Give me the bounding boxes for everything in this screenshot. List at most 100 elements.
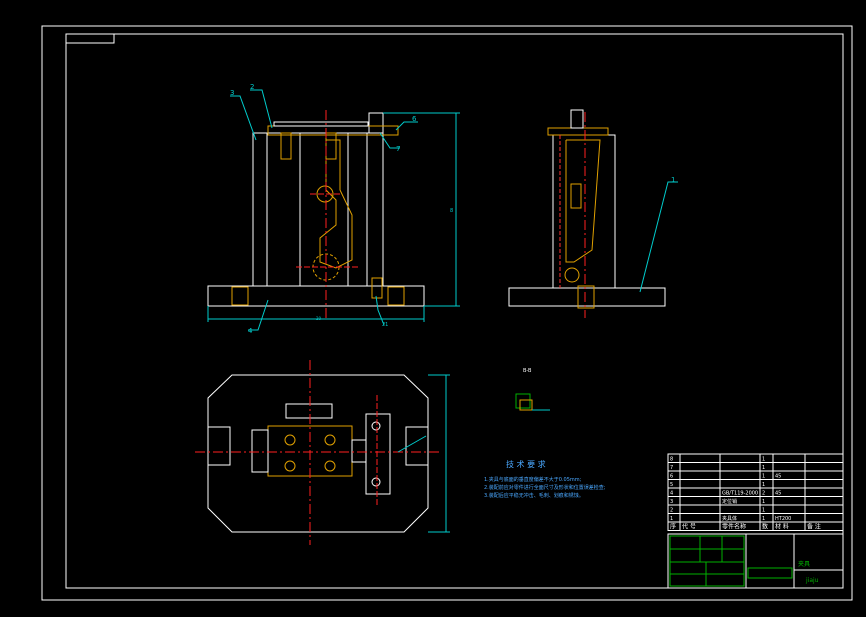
bom-header-cell: 材 料 [775, 523, 789, 531]
sheet-inner-border [65, 33, 844, 589]
side-wedge [565, 139, 601, 263]
callout-label: 7 [396, 145, 400, 153]
callout-leader-21 [375, 295, 385, 326]
front-inner-plate [266, 132, 368, 287]
callout-leader-3 [230, 95, 257, 141]
bom-cell: 1 [762, 508, 765, 514]
bom-cell: 定位销 [722, 498, 737, 505]
top-dim-leader [397, 435, 427, 453]
callout-label: 1 [671, 176, 675, 184]
front-clamp-bar [267, 125, 399, 136]
bom-frame [667, 453, 844, 531]
bom-header-cell: 零件名称 [722, 523, 746, 531]
top-slot-right [405, 426, 429, 466]
tech-req-heading: 技 术 要 求 [506, 459, 546, 469]
front-pivot [316, 185, 334, 203]
bom-cell: 45 [775, 491, 781, 497]
drawing-code: jiaju [805, 577, 819, 584]
bom-cell: 1 [762, 516, 765, 522]
tech-req-item: 2.装配前应对零件进行全面尺寸及形状和位置误差检查; [484, 484, 606, 491]
callout-leader-4 [248, 299, 269, 331]
top-hole [371, 477, 381, 487]
side-base-boss [577, 285, 595, 309]
bom-cell: 45 [775, 474, 781, 480]
front-base-plate [207, 285, 425, 307]
front-bolt-mid [325, 132, 337, 160]
top-base-outline [207, 374, 429, 533]
bom-cell: GB/T119-2000 [722, 491, 758, 497]
top-hole [284, 460, 296, 472]
front-view: 3 2 6 7 4 21 8 20 [207, 83, 460, 335]
section-label: B-B [523, 368, 532, 374]
section-bb-pin [519, 399, 533, 411]
bom-cell: 5 [670, 482, 673, 488]
bom-cell: 6 [670, 474, 673, 480]
bom-cell: 8 [670, 457, 673, 463]
side-view: 1 [508, 109, 678, 318]
callout-label: 3 [230, 89, 234, 97]
side-base-plate [508, 287, 666, 307]
callout-leader-6 [395, 121, 418, 131]
callout-leader-2 [250, 89, 273, 129]
bom-cell: HT200 [775, 516, 791, 522]
front-lever-arm [319, 139, 353, 269]
top-right-support [365, 413, 391, 495]
bom-cell: 1 [762, 482, 765, 488]
drawing-name: 夹具 [798, 560, 810, 568]
top-hole [284, 434, 296, 446]
callout-label: 2 [250, 83, 254, 91]
callout-leader-7 [379, 132, 400, 149]
section-bb-body [515, 393, 531, 409]
bom-cell: 3 [670, 499, 673, 505]
top-view [195, 360, 450, 545]
dim-label: 20 [316, 316, 322, 321]
front-clamp-bar-top [273, 121, 369, 127]
side-pin [564, 267, 580, 283]
title-block: 夹具 jiaju [667, 533, 844, 589]
bom-cell: 1 [762, 465, 765, 471]
front-top-stud [368, 112, 384, 134]
section-bb: B-B [515, 368, 550, 411]
front-bolt-left [280, 132, 292, 160]
side-top-cap [547, 127, 609, 136]
front-base-bolt-left [231, 286, 249, 306]
tech-requirements: 技 术 要 求 1.夹具与底面的垂直度偏差不大于0.05mm; 2.装配前应对零… [484, 459, 606, 499]
top-clamp-block [285, 403, 333, 419]
top-hole [371, 421, 381, 431]
side-top-stud [570, 109, 584, 129]
dim-label: 8 [450, 208, 453, 214]
bom-cell: 1 [762, 474, 765, 480]
top-hole [324, 460, 336, 472]
front-base-bolt-center [371, 277, 383, 299]
title-block-scale [747, 567, 793, 579]
bom-header-cell: 数 [762, 523, 768, 531]
top-pin-left [251, 429, 269, 473]
bom-cell: 1 [762, 457, 765, 463]
bom-cell: 1 [670, 516, 673, 522]
front-left-column [252, 132, 268, 287]
front-right-column [366, 132, 384, 287]
bom-cell: 7 [670, 465, 673, 471]
dim-label: 21 [382, 322, 388, 328]
front-base-bolt-right [387, 286, 405, 306]
side-slot [570, 183, 582, 209]
top-hole [324, 434, 336, 446]
callout-label: 6 [412, 115, 417, 123]
tech-req-item: 1.夹具与底面的垂直度偏差不大于0.05mm; [484, 476, 582, 483]
callout-label: 4 [248, 327, 253, 335]
bom-cell: 1 [762, 499, 765, 505]
bom-cell: 4 [670, 491, 673, 497]
callout-leader-1 [639, 181, 678, 293]
bom-header-cell: 备 注 [807, 523, 821, 531]
top-slot-left [207, 426, 231, 466]
bom-cell: 夹具体 [722, 515, 737, 522]
bom-header-cell: 代 号 [682, 523, 696, 531]
title-block-frame [667, 533, 844, 589]
bom-cell: 2 [670, 508, 673, 514]
bom-cell: 2 [762, 491, 765, 497]
top-pin-right [351, 439, 367, 463]
bom-header-cell: 序 [670, 523, 676, 531]
side-body [552, 134, 616, 289]
